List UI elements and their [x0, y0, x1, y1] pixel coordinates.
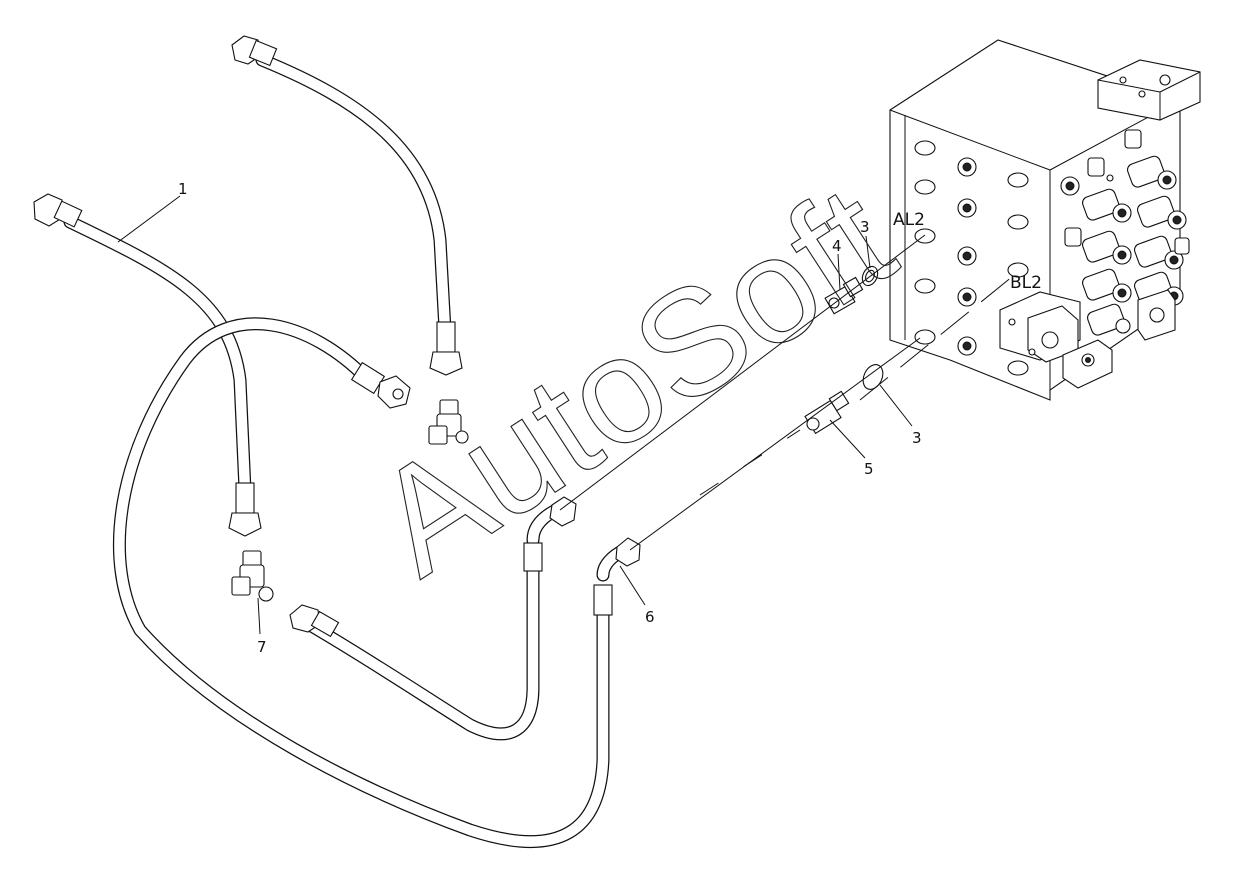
- callout-labels: 1 3 3 4 5 6 7: [178, 180, 922, 656]
- callout-5: 5: [864, 460, 874, 478]
- hex-nut-icon: [228, 482, 262, 537]
- hex-nut-icon: [429, 321, 463, 376]
- hex-nut-icon: [33, 193, 83, 228]
- hex-nut-icon: [289, 604, 340, 638]
- callout-1: 1: [178, 180, 188, 198]
- hex-nut-icon: [350, 361, 411, 409]
- control-valve-block: [889, 39, 1201, 401]
- o-ring-3b: [862, 364, 884, 390]
- hose-1: [63, 215, 252, 497]
- hose-fittings: [33, 35, 641, 638]
- callout-3b: 3: [912, 429, 922, 447]
- hex-nut-icon: [231, 35, 278, 67]
- elbow-adapter-upper: [428, 399, 469, 445]
- callout-3a: 3: [860, 218, 870, 236]
- hose-loop: [112, 317, 610, 849]
- hoses: [63, 53, 631, 849]
- callout-6: 6: [645, 608, 655, 626]
- port-bl2: BL2: [1010, 273, 1042, 293]
- hose-upper: [255, 53, 452, 337]
- callout-4: 4: [832, 237, 842, 255]
- leader-lines: [117, 195, 1019, 635]
- hex-nut-icon: [615, 537, 641, 567]
- port-al2: AL2: [893, 210, 925, 230]
- port-labels: AL2 BL2: [893, 210, 1042, 293]
- hex-nut-icon: [549, 496, 577, 527]
- solenoid-cartridges: [1060, 129, 1190, 336]
- callout-7: 7: [257, 638, 267, 656]
- port-plugs: [957, 157, 977, 356]
- adapter-5: [804, 390, 850, 435]
- elbow-adapter-7: [231, 550, 274, 602]
- mounting-flange: [999, 289, 1176, 389]
- hose-lower: [303, 553, 540, 741]
